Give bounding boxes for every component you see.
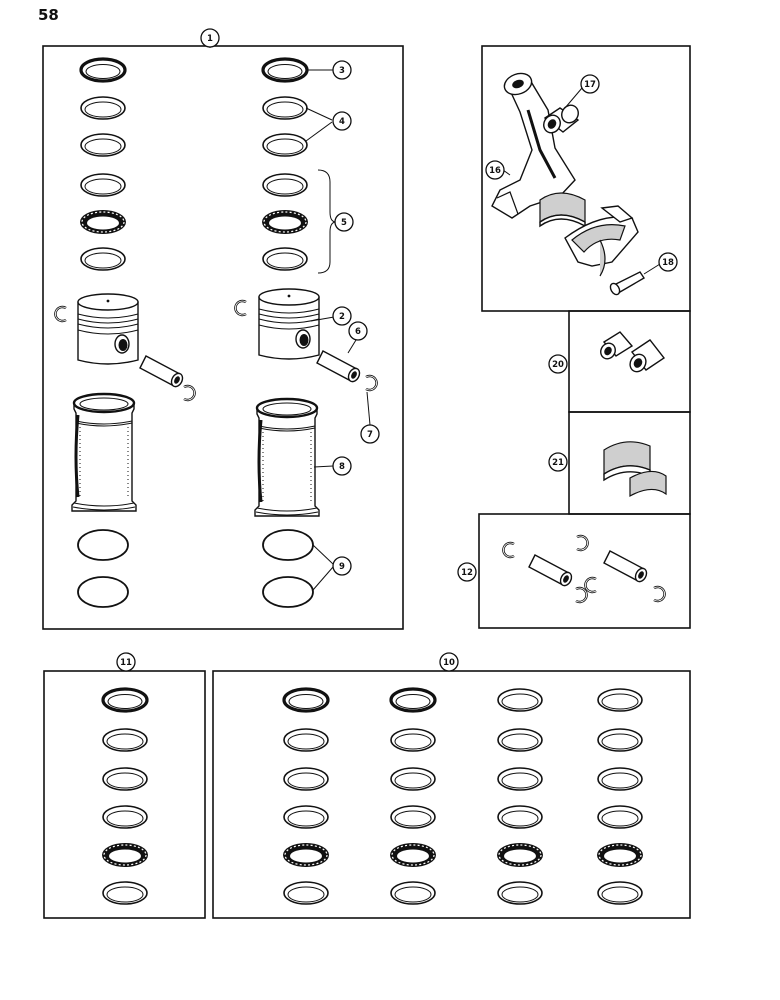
- page-number: 58: [38, 6, 59, 24]
- kit-1-frame: [42, 45, 404, 630]
- callout-7: 7: [360, 424, 380, 444]
- svg-text:4: 4: [339, 117, 345, 127]
- svg-text:20: 20: [552, 360, 564, 370]
- connecting-rod-parts: [491, 72, 661, 296]
- callout-8: 8: [332, 456, 352, 476]
- svg-text:6: 6: [355, 327, 361, 337]
- ring-set-10-parts: [282, 687, 644, 905]
- pin-kit-parts: [502, 534, 666, 604]
- svg-text:2: 2: [339, 312, 345, 322]
- pin-kit-frame: [478, 513, 691, 629]
- callout-21: 21: [548, 452, 568, 472]
- svg-text:21: 21: [552, 458, 564, 468]
- svg-text:1: 1: [207, 34, 213, 44]
- kit-1-parts: [54, 46, 378, 608]
- callout-20: 20: [548, 354, 568, 374]
- svg-text:7: 7: [367, 430, 373, 440]
- ring-set-11-parts: [101, 687, 149, 905]
- callout-12: 12: [457, 562, 477, 582]
- callout-6: 6: [348, 321, 368, 341]
- svg-text:11: 11: [120, 658, 132, 668]
- callout-4: 4: [332, 111, 352, 131]
- callout-18: 18: [658, 252, 678, 272]
- callout-17: 17: [580, 74, 600, 94]
- bearing-kit-parts: [603, 441, 667, 498]
- bushing-kit-parts: [600, 331, 666, 373]
- svg-text:18: 18: [662, 258, 674, 268]
- callout-3: 3: [332, 60, 352, 80]
- callout-1: 1: [200, 28, 220, 48]
- svg-text:5: 5: [341, 218, 347, 228]
- svg-text:16: 16: [489, 166, 501, 176]
- callout-11: 11: [116, 652, 136, 672]
- callout-9: 9: [332, 556, 352, 576]
- svg-text:3: 3: [339, 66, 345, 76]
- svg-text:17: 17: [584, 80, 596, 90]
- svg-text:12: 12: [461, 568, 473, 578]
- callout-10: 10: [439, 652, 459, 672]
- callout-16: 16: [485, 160, 505, 180]
- svg-text:9: 9: [339, 562, 345, 572]
- svg-text:10: 10: [443, 658, 455, 668]
- bushing-kit-frame: [568, 310, 691, 413]
- callout-2: 2: [332, 306, 352, 326]
- svg-text:8: 8: [339, 462, 345, 472]
- callout-5: 5: [334, 212, 354, 232]
